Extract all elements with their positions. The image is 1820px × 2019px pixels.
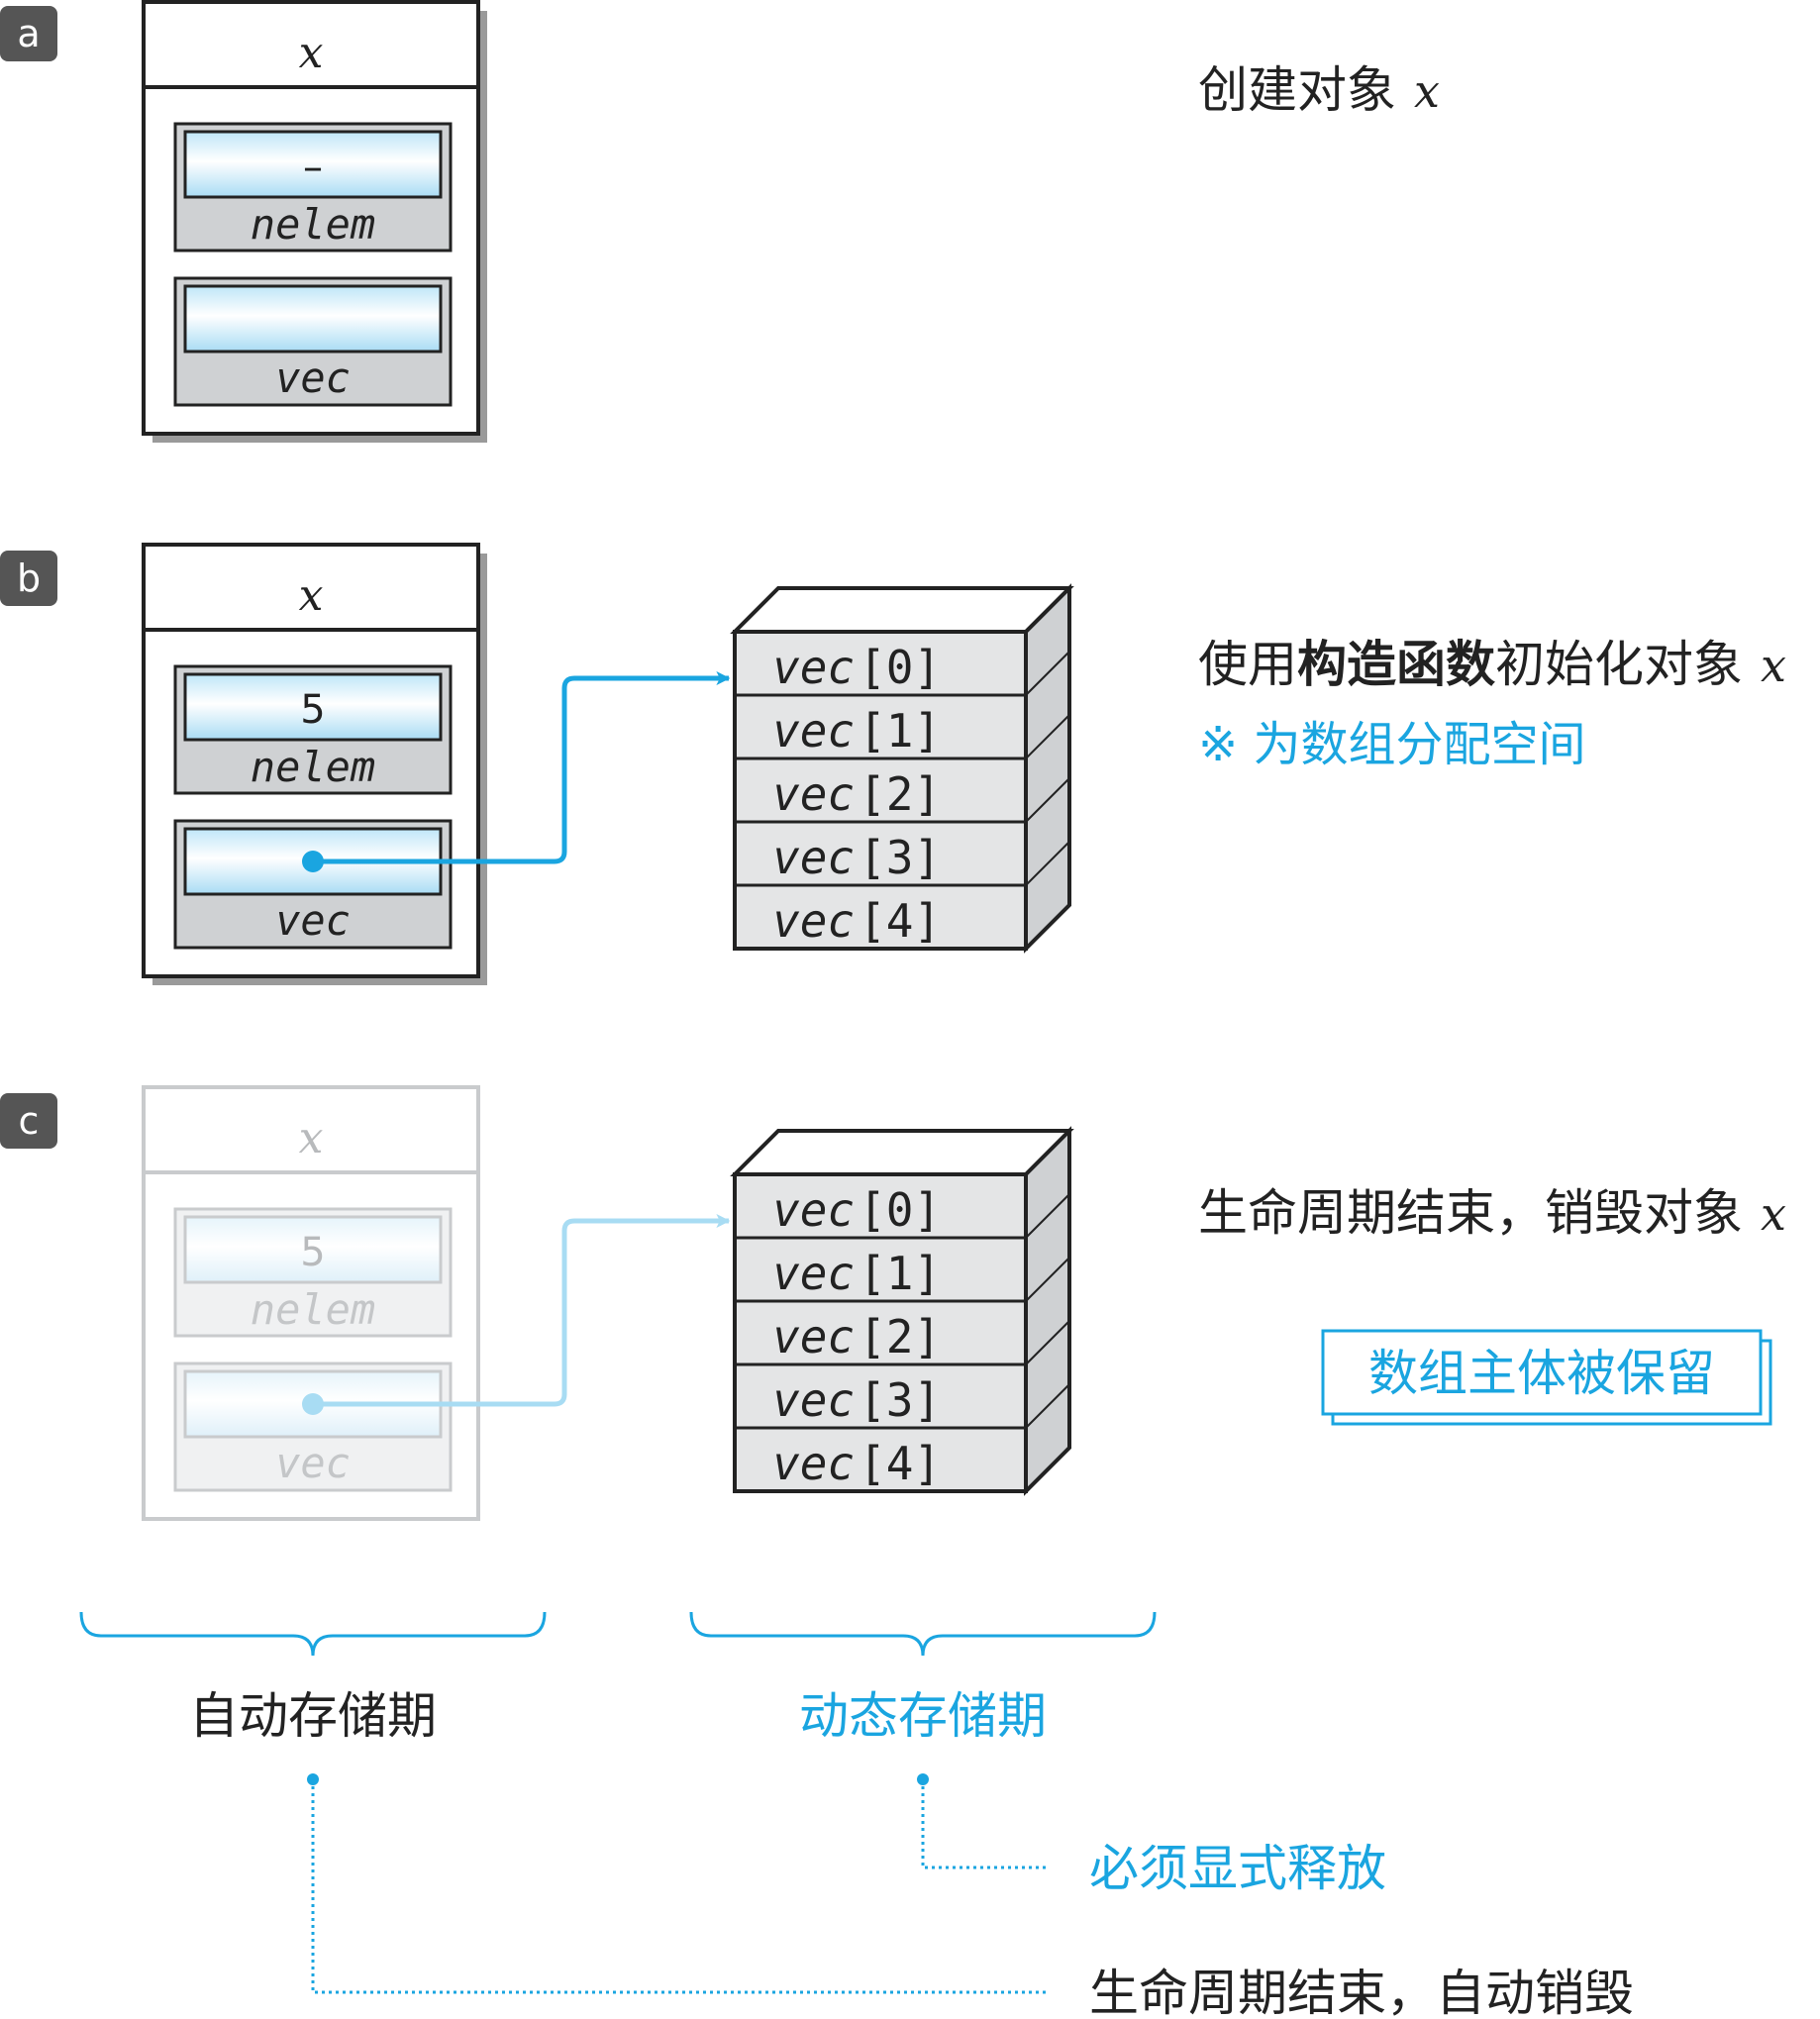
pointer-arrow-faded <box>313 1214 731 1407</box>
array-side-face <box>1024 583 1071 954</box>
array-top-face <box>730 586 1074 634</box>
array-element-label: vec[2] <box>772 1310 941 1363</box>
caption-text: 生命周期结束，销毁对象 <box>1198 1184 1743 1242</box>
vec-label: vec <box>275 1439 351 1487</box>
allocation-note: ※ 为数组分配空间 <box>1198 717 1585 772</box>
object-name: x <box>299 28 324 78</box>
nelem-label: nelem <box>251 743 375 791</box>
object-name: x <box>299 570 324 621</box>
array-block: vec[0] vec[1] vec[2] vec[3] vec[4] <box>730 583 1074 954</box>
panel-label: c <box>19 1099 40 1143</box>
caption: 生命周期结束，销毁对象 x <box>1198 1184 1786 1242</box>
caption-var: x <box>1761 639 1786 692</box>
caption-var: x <box>1761 1187 1786 1241</box>
panel-label-badge <box>0 6 57 61</box>
object-box-faded: x 5 nelem vec <box>142 1085 480 1521</box>
array-block: vec[0] vec[1] vec[2] vec[3] vec[4] <box>730 1126 1074 1496</box>
callout-text: 数组主体被保留 <box>1368 1345 1715 1402</box>
panel-b: b x 5 nelem vec vec[0] vec[1] vec[2] vec[3]… <box>0 543 1786 985</box>
object-name: x <box>299 1113 324 1163</box>
object-box: x 5 nelem vec <box>142 543 487 985</box>
nelem-label: nelem <box>251 200 375 249</box>
object-box: x – nelem vec <box>142 0 487 443</box>
pointer-origin-dot <box>302 1393 324 1415</box>
array-side-face <box>1024 1126 1071 1496</box>
array-top-face <box>730 1129 1074 1176</box>
caption-part-3: 初始化对象 <box>1495 636 1743 693</box>
vec-field: vec <box>173 1362 453 1492</box>
panel-c: c x 5 nelem vec vec[0] vec[1] vec[2] vec[3]… <box>0 1085 1786 1521</box>
storage-legend: 自动存储期 动态存储期 必须显式释放 生命周期结束，自动销毁 <box>79 1611 1634 2019</box>
auto-note: 生命周期结束，自动销毁 <box>1089 1965 1634 2019</box>
dynamic-note: 必须显式释放 <box>1089 1840 1386 1897</box>
nelem-value: 5 <box>300 1230 325 1275</box>
nelem-label: nelem <box>251 1285 375 1334</box>
array-front-face <box>733 1172 1028 1493</box>
array-element-label: vec[0] <box>772 641 941 694</box>
auto-brace <box>79 1611 547 1657</box>
caption-var: x <box>1414 64 1440 118</box>
vec-label: vec <box>275 353 351 402</box>
vec-field: vec <box>173 276 453 407</box>
nelem-value: 5 <box>300 687 325 733</box>
array-element-label: vec[0] <box>772 1183 941 1237</box>
nelem-field: – nelem <box>173 122 453 252</box>
panel-label: b <box>17 556 41 600</box>
caption-part-1: 使用 <box>1198 636 1297 693</box>
auto-leader <box>311 1779 1050 1994</box>
nelem-value: – <box>303 145 323 190</box>
array-side-divider <box>1025 1193 1070 1239</box>
array-side-divider <box>1025 1383 1070 1429</box>
array-element-label: vec[2] <box>772 767 941 821</box>
array-front-face <box>733 630 1028 951</box>
vec-label: vec <box>275 896 351 945</box>
array-side-divider <box>1025 714 1070 759</box>
dynamic-leader <box>921 1779 1050 1869</box>
pointer-origin-dot <box>302 851 324 872</box>
array-element-label: vec[1] <box>772 1247 941 1300</box>
array-element-label: vec[3] <box>772 831 941 884</box>
nelem-field: 5 nelem <box>173 664 453 795</box>
array-side-divider <box>1025 777 1070 823</box>
auto-storage-label: 自动存储期 <box>189 1687 437 1745</box>
pointer-arrow <box>313 671 731 864</box>
nelem-field: 5 nelem <box>173 1207 453 1338</box>
dynamic-storage-label: 动态存储期 <box>799 1687 1047 1745</box>
panel-label: a <box>17 12 40 55</box>
array-element-label: vec[4] <box>772 1437 941 1490</box>
retained-callout: 数组主体被保留 <box>1321 1329 1772 1426</box>
array-side-divider <box>1025 651 1070 696</box>
vec-field: vec <box>173 819 453 950</box>
caption-part-2: 构造函数 <box>1297 636 1495 693</box>
array-side-divider <box>1025 841 1070 886</box>
panel-a: a x – nelem vec 创建对象 x <box>0 0 1440 443</box>
caption: 创建对象 x <box>1198 61 1440 119</box>
array-element-label: vec[3] <box>772 1373 941 1427</box>
panel-label-badge <box>0 551 57 606</box>
caption: 使用构造函数初始化对象 x <box>1198 636 1786 693</box>
array-side-divider <box>1025 1320 1070 1365</box>
array-element-label: vec[1] <box>772 704 941 757</box>
caption-text: 创建对象 <box>1198 61 1396 119</box>
panel-label-badge <box>0 1093 57 1149</box>
array-element-label: vec[4] <box>772 894 941 948</box>
array-side-divider <box>1025 1257 1070 1302</box>
dynamic-brace <box>689 1611 1157 1657</box>
